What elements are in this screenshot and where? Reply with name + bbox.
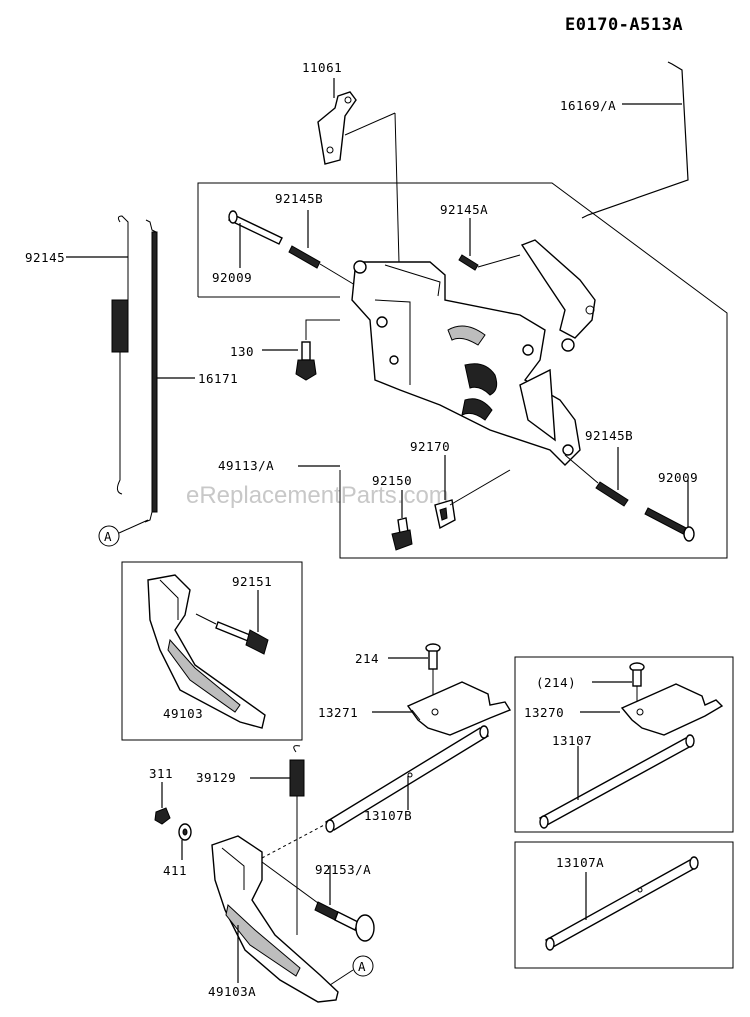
part-16169a-rod [581,61,689,219]
control-panel-outline [197,182,728,559]
callout-92145: 92145 [25,250,65,265]
callout-92151: 92151 [232,574,272,589]
callout-16169a: 16169/A [560,98,616,113]
part-411-washer [178,823,192,860]
reference-marker-a-left: A [98,519,149,547]
callout-130: 130 [230,344,254,359]
part-13271-plate [406,681,512,736]
callout-13270: 13270 [524,705,564,720]
callout-92145a: 92145A [440,202,488,217]
reference-marker-a-bottom: A [329,955,374,986]
part-92145b-spring-top [288,210,361,289]
callout-49103a: 49103A [208,984,256,999]
callout-92153a: 92153/A [315,862,371,877]
part-92009-screw-top [228,210,283,245]
callout-13107b: 13107B [364,808,412,823]
callout-13271: 13271 [318,705,358,720]
part-92145a-spring [458,218,521,271]
callout-92145b-top: 92145B [275,191,323,206]
part-92153a-bolt [261,861,375,942]
callout-214-parenthetical: (214) [536,675,576,690]
diagram-code: E0170-A513A [565,15,683,35]
callout-13107: 13107 [552,733,592,748]
part-13270-plate [620,683,724,736]
part-39129-spring [289,745,305,935]
part-92009-screw-right [644,480,695,542]
part-13107b-shaft [324,725,490,833]
callout-49103: 49103 [163,706,203,721]
inset-box-13107a [514,841,734,969]
part-control-lever-upper [520,239,596,352]
callout-39129: 39129 [196,770,236,785]
callout-311: 311 [149,766,173,781]
inset-box-13107 [514,656,734,833]
part-130-bolt [295,319,340,381]
callout-49113a: 49113/A [218,458,274,473]
part-92145-spring-left [111,215,129,495]
part-311-nut [154,782,171,825]
callout-92170: 92170 [410,439,450,454]
callout-92009-top: 92009 [212,270,252,285]
assembly-guide-lines [261,823,327,935]
part-49103a-lever [211,835,339,1003]
callout-214: 214 [355,651,379,666]
part-13107a-shaft [544,856,699,951]
part-13107-shaft [538,734,695,829]
svg-text:A: A [358,959,366,974]
part-92170-clip [434,455,511,530]
part-16171-rod [144,219,158,523]
svg-text:A: A [104,529,112,544]
callout-92009-right: 92009 [658,470,698,485]
part-92151-bolt [195,590,269,655]
callout-13107a: 13107A [556,855,604,870]
inset-box-49103 [121,561,303,741]
watermark: eReplacementParts.com [186,482,449,509]
callout-92145b-right: 92145B [585,428,633,443]
part-49113a-plate [351,260,581,466]
callout-411: 411 [163,863,187,878]
callout-16171: 16171 [198,371,238,386]
callout-92150: 92150 [372,473,412,488]
part-92145b-spring-right [564,447,629,507]
part-49103-lever [147,574,266,729]
part-92150-bolt [391,490,413,551]
callout-11061: 11061 [302,60,342,75]
